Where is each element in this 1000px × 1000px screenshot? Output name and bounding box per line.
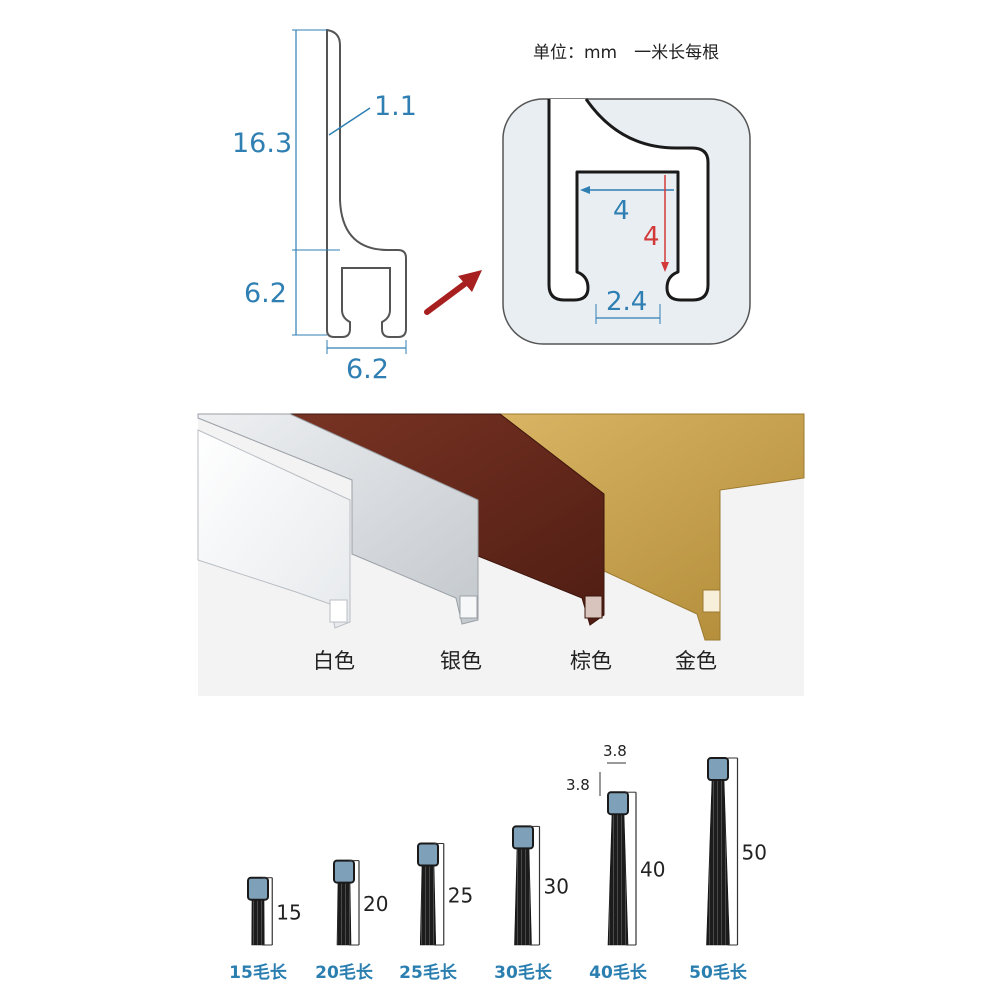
color-label-brown: 棕色 xyxy=(570,649,612,673)
dim-inner-height: 4 xyxy=(643,222,660,252)
brush-25-label: 25毛长 xyxy=(399,962,458,983)
dim-height-bottom: 6.2 xyxy=(244,278,287,309)
dim-inner-width: 4 xyxy=(613,196,630,226)
wall-leader-line xyxy=(328,107,371,136)
brush-header-width: 3.8 xyxy=(603,742,627,760)
brush-30-holder xyxy=(512,825,534,850)
brush-50-holder xyxy=(707,757,729,781)
color-label-silver: 银色 xyxy=(440,649,482,673)
arrow-icon xyxy=(424,270,482,315)
brush-25-holder xyxy=(417,842,439,867)
brush-15-length-value: 15 xyxy=(276,900,301,924)
brush-15-bristles xyxy=(251,899,265,946)
silver-profile-channel xyxy=(459,595,478,619)
brush-50-label: 50毛长 xyxy=(689,962,748,983)
brush-50-length-value: 50 xyxy=(742,841,767,865)
gold-profile-channel xyxy=(702,589,721,613)
brown-profile-channel xyxy=(584,595,603,619)
brush-30-length-value: 30 xyxy=(544,875,569,899)
white-profile-channel xyxy=(329,599,348,623)
brush-30-bristles xyxy=(514,848,532,946)
detail-outline xyxy=(547,98,710,302)
brush-40-length-value: 40 xyxy=(640,858,665,882)
brush-20-length-value: 20 xyxy=(363,892,388,916)
brush-20-holder xyxy=(333,859,355,884)
brush-25-length-value: 25 xyxy=(448,883,473,907)
brush-20-label: 20毛长 xyxy=(315,962,374,983)
brush-40-label: 40毛长 xyxy=(589,962,648,983)
profile-outline xyxy=(326,28,407,338)
silver-profile xyxy=(197,413,479,625)
dim-opening: 2.4 xyxy=(606,287,647,317)
brush-40-holder xyxy=(607,791,629,816)
unit-note: 单位：mm 一米长每根 xyxy=(533,43,719,63)
color-label-white: 白色 xyxy=(313,649,355,673)
brush-20-bristles xyxy=(336,882,352,946)
dim-height-top: 16.3 xyxy=(232,128,292,159)
detail-height-arrowhead xyxy=(661,262,669,272)
brush-30-label: 30毛长 xyxy=(494,962,553,983)
brush-15-holder xyxy=(247,876,269,901)
profile-drawing: 16.3 1.1 6.2 6.2 xyxy=(232,28,417,385)
brush-15-label: 15毛长 xyxy=(229,962,288,983)
detail-width-arrowhead xyxy=(580,186,590,194)
detail-panel: 4 4 2.4 xyxy=(502,98,751,345)
brush-25-bristles xyxy=(419,865,437,946)
dim-wall: 1.1 xyxy=(374,91,417,122)
dim-width: 6.2 xyxy=(346,354,389,385)
brush-lengths: 3.8 3.8 15 15毛长 20 20毛长 25 25毛长 30 30毛长 40 40毛长 50… xyxy=(229,742,767,983)
color-photo: 白色 银色 棕色 金色 xyxy=(197,413,805,696)
brush-50-bristles xyxy=(706,779,730,946)
brush-header-height: 3.8 xyxy=(566,776,590,794)
brush-40-bristles xyxy=(607,813,629,946)
color-label-gold: 金色 xyxy=(675,649,717,673)
